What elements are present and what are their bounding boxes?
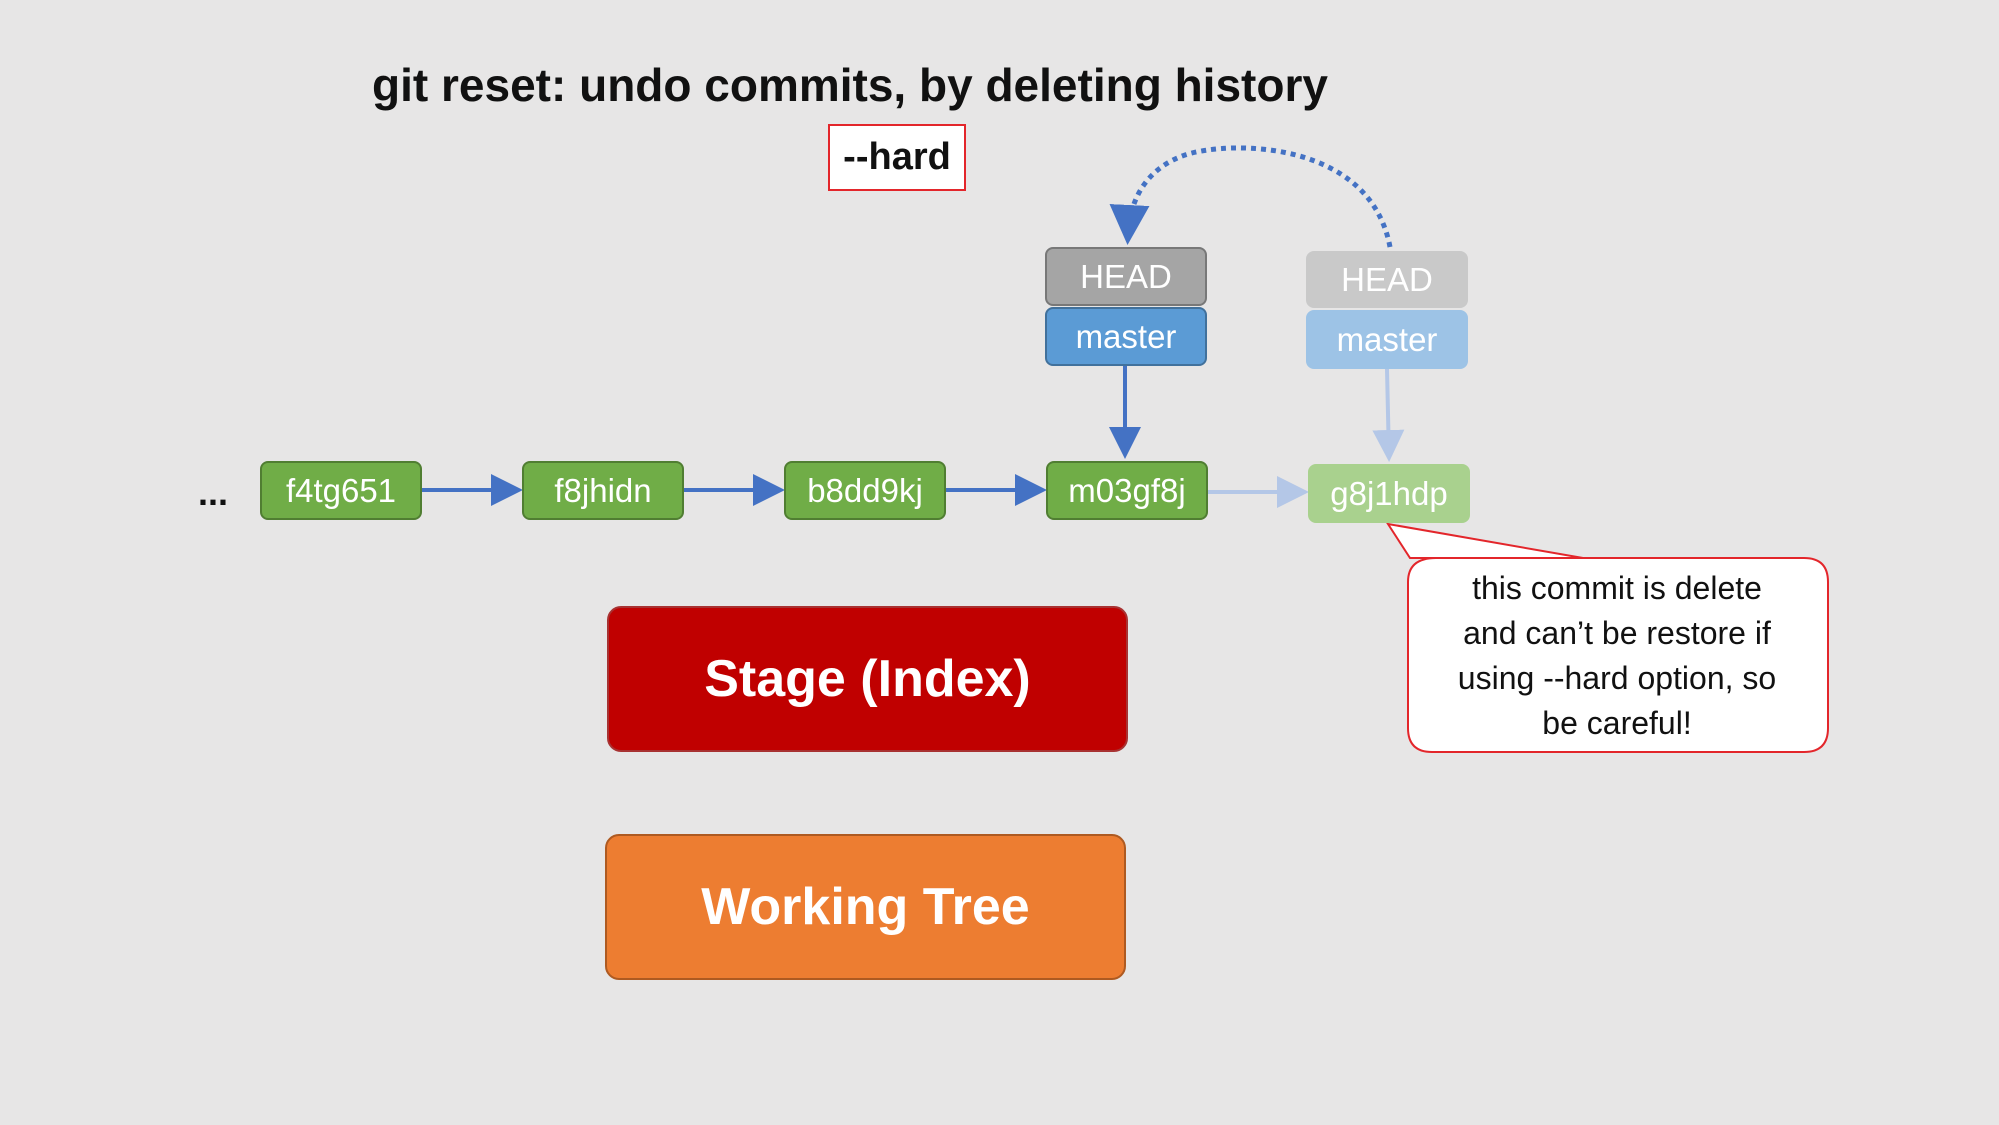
history-ellipsis: ... (198, 472, 229, 513)
old-head-pointer: HEAD (1306, 251, 1468, 308)
master-branch-pointer: master (1045, 307, 1207, 366)
callout-line: using --hard option, so (1457, 660, 1777, 696)
commit-node-current: m03gf8j (1046, 461, 1208, 520)
warning-callout-text: this commit is delete and can’t be resto… (1420, 566, 1814, 746)
callout-line: and can’t be restore if (1463, 615, 1771, 651)
hard-option-label: --hard (828, 124, 966, 191)
callout-line: this commit is delete (1472, 570, 1762, 606)
callout-line: be careful! (1542, 705, 1692, 741)
arrow-old-master-to-commit (1372, 368, 1405, 462)
page-title: git reset: undo commits, by deleting his… (372, 59, 1328, 111)
warning-callout-shape (1385, 522, 1829, 753)
commit-node: f8jhidn (522, 461, 684, 520)
commit-node: f4tg651 (260, 461, 422, 520)
commit-node: b8dd9kj (784, 461, 946, 520)
stage-index-area: Stage (Index) (607, 606, 1128, 752)
commit-node-deleted: g8j1hdp (1308, 464, 1470, 523)
working-tree-area: Working Tree (605, 834, 1126, 980)
old-master-branch-pointer: master (1306, 310, 1468, 369)
head-pointer: HEAD (1045, 247, 1207, 306)
reset-move-arrow (1109, 145, 1393, 248)
